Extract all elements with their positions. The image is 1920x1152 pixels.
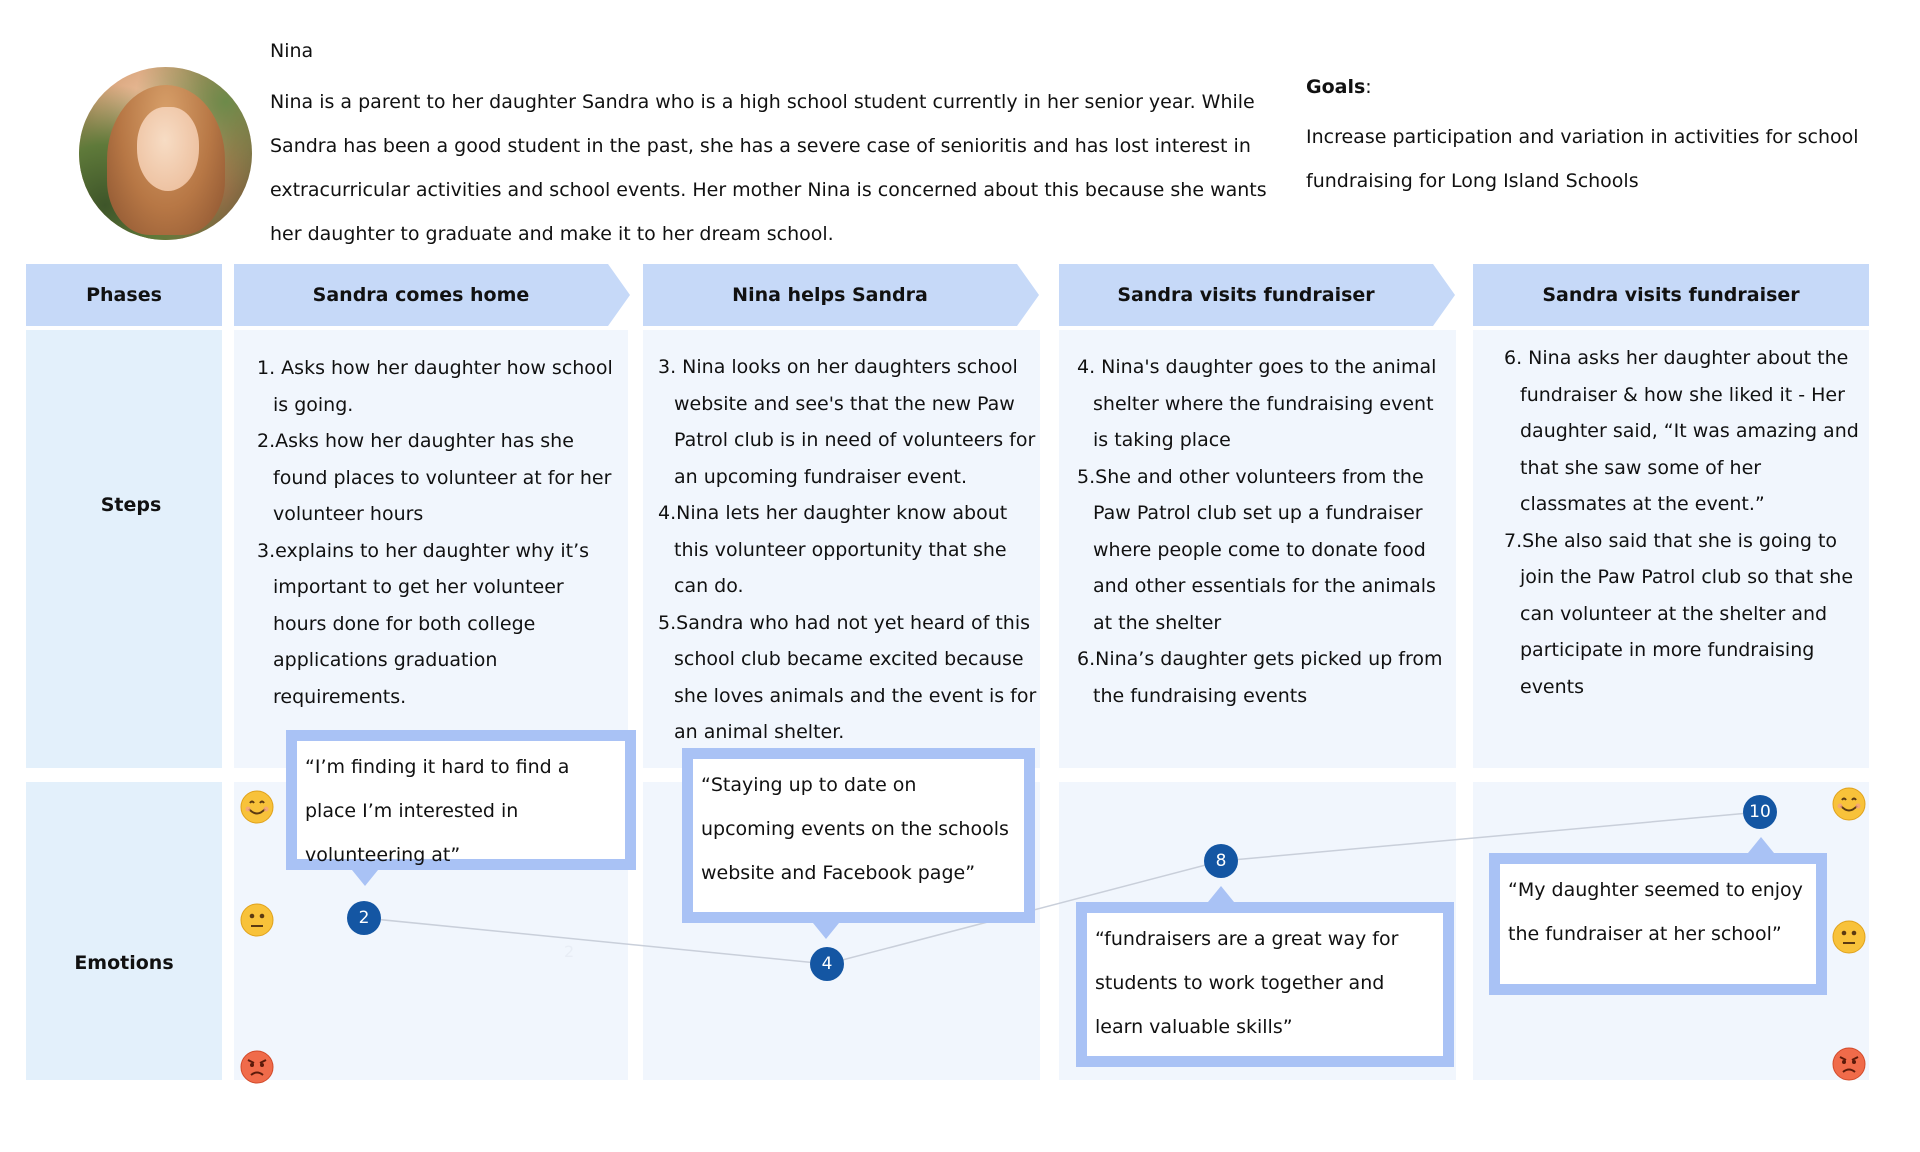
steps-list-2: 3. Nina looks on her daughters school we… [658,349,1038,751]
steps-list-1: 1. Asks how her daughter how school is g… [257,350,619,715]
steps-list-4: 6. Nina asks her daughter about the fund… [1504,340,1860,705]
steps-label-cell [26,330,222,768]
step-item: 3.explains to her daughter why it’s impo… [257,539,590,708]
happy-face-icon [1832,787,1866,821]
emotions-label-cell [26,782,222,1080]
phase-header-4: Sandra visits fundraiser [1473,264,1869,326]
step-item: 5.Sandra who had not yet heard of this s… [658,611,1037,744]
goals-title: Goals: [1306,76,1372,98]
step-item: 4. Nina's daughter goes to the animal sh… [1077,356,1437,451]
step-item: 2.Asks how her daughter has she found pl… [257,430,612,525]
persona-bio: Nina is a parent to her daughter Sandra … [270,91,1267,245]
steps-cell-3 [1059,330,1456,768]
emotion-quote-2: “I’m finding it hard to find a place I’m… [286,730,636,870]
quote-pointer-8 [1208,886,1234,902]
phase-header-3: Sandra visits fundraiser [1059,264,1433,326]
phase-arrow-2 [1017,264,1039,326]
faint-label: 2 [564,942,575,961]
neutral-face-icon [1832,920,1866,954]
persona-name: Nina [270,40,314,62]
phase-arrow-3 [1433,264,1455,326]
emotion-quote-8: “fundraisers are a great way for student… [1076,902,1454,1067]
emotion-quote-4: “Staying up to date on upcoming events o… [682,748,1035,923]
persona-avatar [79,67,252,240]
step-item: 6.Nina’s daughter gets picked up from th… [1077,648,1443,707]
quote-pointer-2 [352,870,378,886]
goals-colon: : [1365,76,1372,98]
row-label-emotions: Emotions [74,952,174,974]
step-item: 4.Nina lets her daughter know about this… [658,502,1008,597]
goals-label: Goals [1306,76,1366,98]
phase-arrow-1 [608,264,630,326]
step-item: 7.She also said that she is going to joi… [1504,529,1854,698]
steps-cell-2 [643,330,1040,768]
step-item: 6. Nina asks her daughter about the fund… [1504,347,1859,515]
steps-cell-1 [234,330,628,768]
happy-face-icon [240,790,274,824]
steps-list-3: 4. Nina's daughter goes to the animal sh… [1077,349,1447,714]
row-label-steps: Steps [100,494,162,516]
phase-header-2: Nina helps Sandra [643,264,1017,326]
step-item: 1. Asks how her daughter how school is g… [257,357,613,416]
emotion-marker-4: 4 [810,947,844,981]
steps-cell-4 [1473,330,1869,768]
emotion-marker-8: 8 [1204,844,1238,878]
angry-face-icon [240,1050,274,1084]
step-item: 3. Nina looks on her daughters school we… [658,356,1036,488]
phase-header-1: Sandra comes home [234,264,608,326]
quote-pointer-4 [813,923,839,939]
quote-pointer-10 [1748,837,1774,853]
emotion-marker-10: 10 [1743,795,1777,829]
row-label-phases: Phases [26,264,222,326]
angry-face-icon [1832,1047,1866,1081]
emotion-quote-10: “My daughter seemed to enjoy the fundrai… [1489,853,1827,995]
goals-text: Increase participation and variation in … [1306,126,1859,192]
step-item: 5.She and other volunteers from the Paw … [1077,465,1436,634]
emotion-marker-2: 2 [347,901,381,935]
neutral-face-icon [240,903,274,937]
